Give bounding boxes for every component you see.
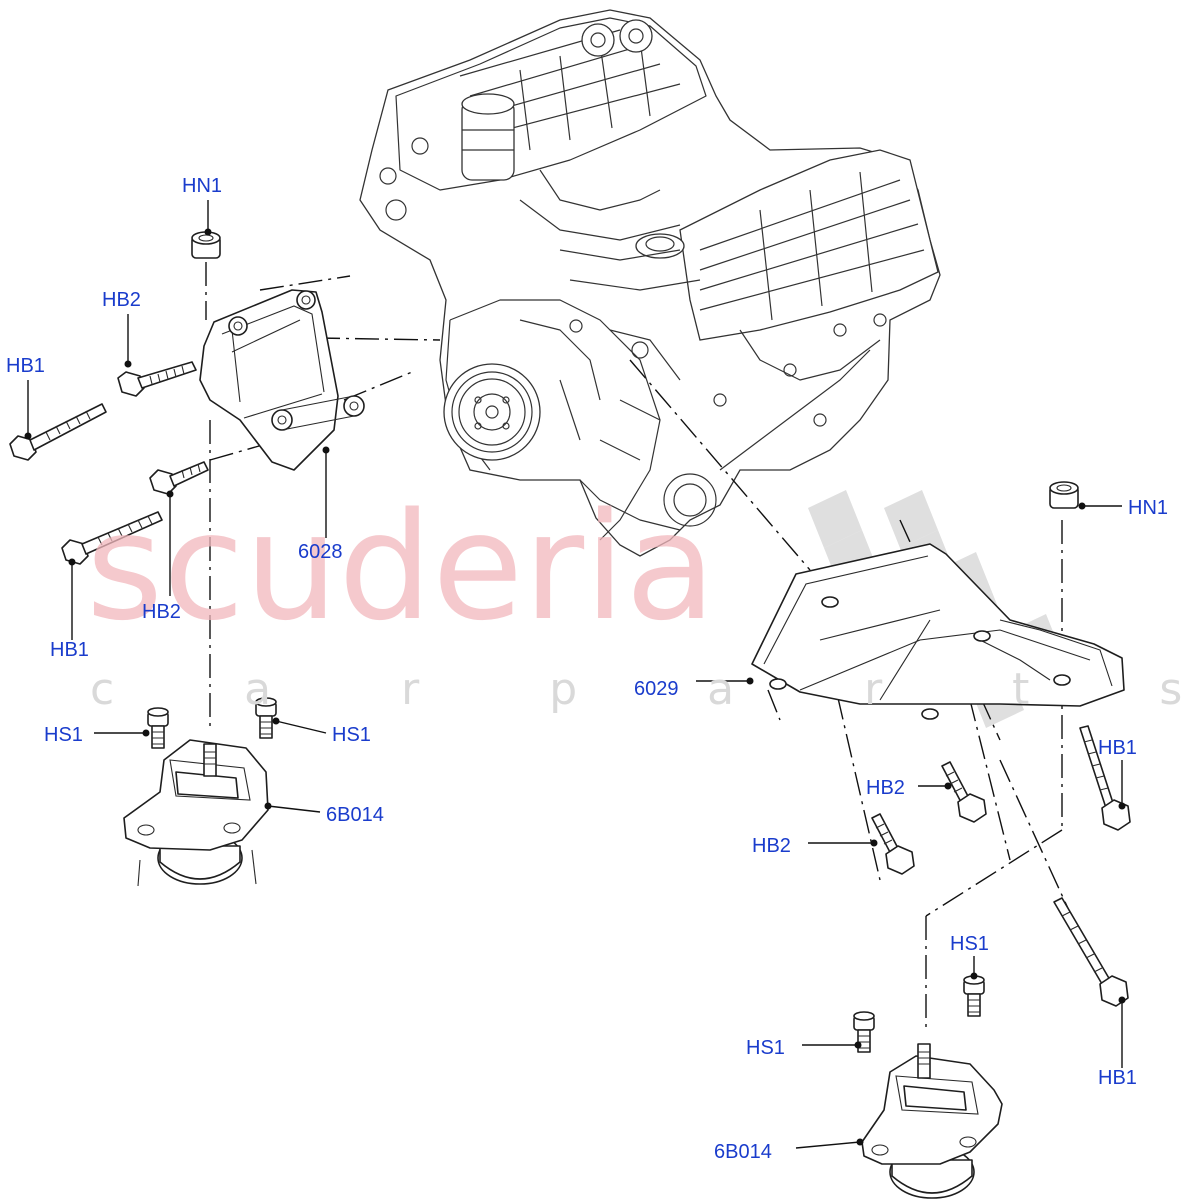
nut-hn1-right xyxy=(1049,481,1079,509)
label-hs1-left-a: HS1 xyxy=(44,724,83,746)
bolt-hb1-right-upper xyxy=(1079,725,1131,831)
watermark-brand: scuderia xyxy=(86,481,716,653)
callout-labels: HN1 HB2 HB1 6028 HB2 HB1 HS1 HS1 6B014 H… xyxy=(6,175,1168,1163)
label-hb2-right-lower: HB2 xyxy=(752,835,791,857)
bolt-hb2-lower-left xyxy=(149,461,209,495)
bolt-hb2-right-upper xyxy=(941,761,987,823)
label-mount-left: 6B014 xyxy=(326,804,384,826)
label-hb1-right-lower: HB1 xyxy=(1098,1067,1137,1089)
label-hs1-left-b: HS1 xyxy=(332,724,371,746)
label-hs1-right-a: HS1 xyxy=(950,933,989,955)
stud-hs1-right-a xyxy=(963,975,985,1017)
bolt-hb1-upper-left xyxy=(9,403,107,461)
label-hb1-lower-left: HB1 xyxy=(50,639,89,661)
bracket-6028 xyxy=(199,289,365,471)
stud-hs1-left-b xyxy=(255,697,277,739)
label-hn1-left: HN1 xyxy=(182,175,222,197)
nut-hn1-left xyxy=(191,231,221,259)
label-mount-right: 6B014 xyxy=(714,1141,772,1163)
bracket-6029 xyxy=(751,543,1125,720)
label-hb1-right-upper: HB1 xyxy=(1098,737,1137,759)
watermark-tagline: c a r p a r t s xyxy=(90,664,1184,715)
label-part-6029: 6029 xyxy=(634,678,679,700)
bolt-hb2-upper-left xyxy=(117,361,197,397)
leader-lines xyxy=(24,200,1126,1149)
label-hn1-right: HN1 xyxy=(1128,497,1168,519)
label-hs1-right-b: HS1 xyxy=(746,1037,785,1059)
engine-mount-6b014-left xyxy=(123,739,269,887)
label-part-6028: 6028 xyxy=(298,541,343,563)
label-hb2-lower-left: HB2 xyxy=(142,601,181,623)
engine-mount-6b014-right xyxy=(861,1043,1003,1199)
label-hb2-right-upper: HB2 xyxy=(866,777,905,799)
stud-hs1-left-a xyxy=(147,707,169,749)
bolt-hb2-right-lower xyxy=(871,813,915,875)
bolt-hb1-right-lower xyxy=(1053,897,1129,1007)
label-hb2-upper-left: HB2 xyxy=(102,289,141,311)
engine-assembly xyxy=(359,9,941,557)
bolt-hb1-lower-left xyxy=(61,511,163,565)
label-hb1-upper-left: HB1 xyxy=(6,355,45,377)
